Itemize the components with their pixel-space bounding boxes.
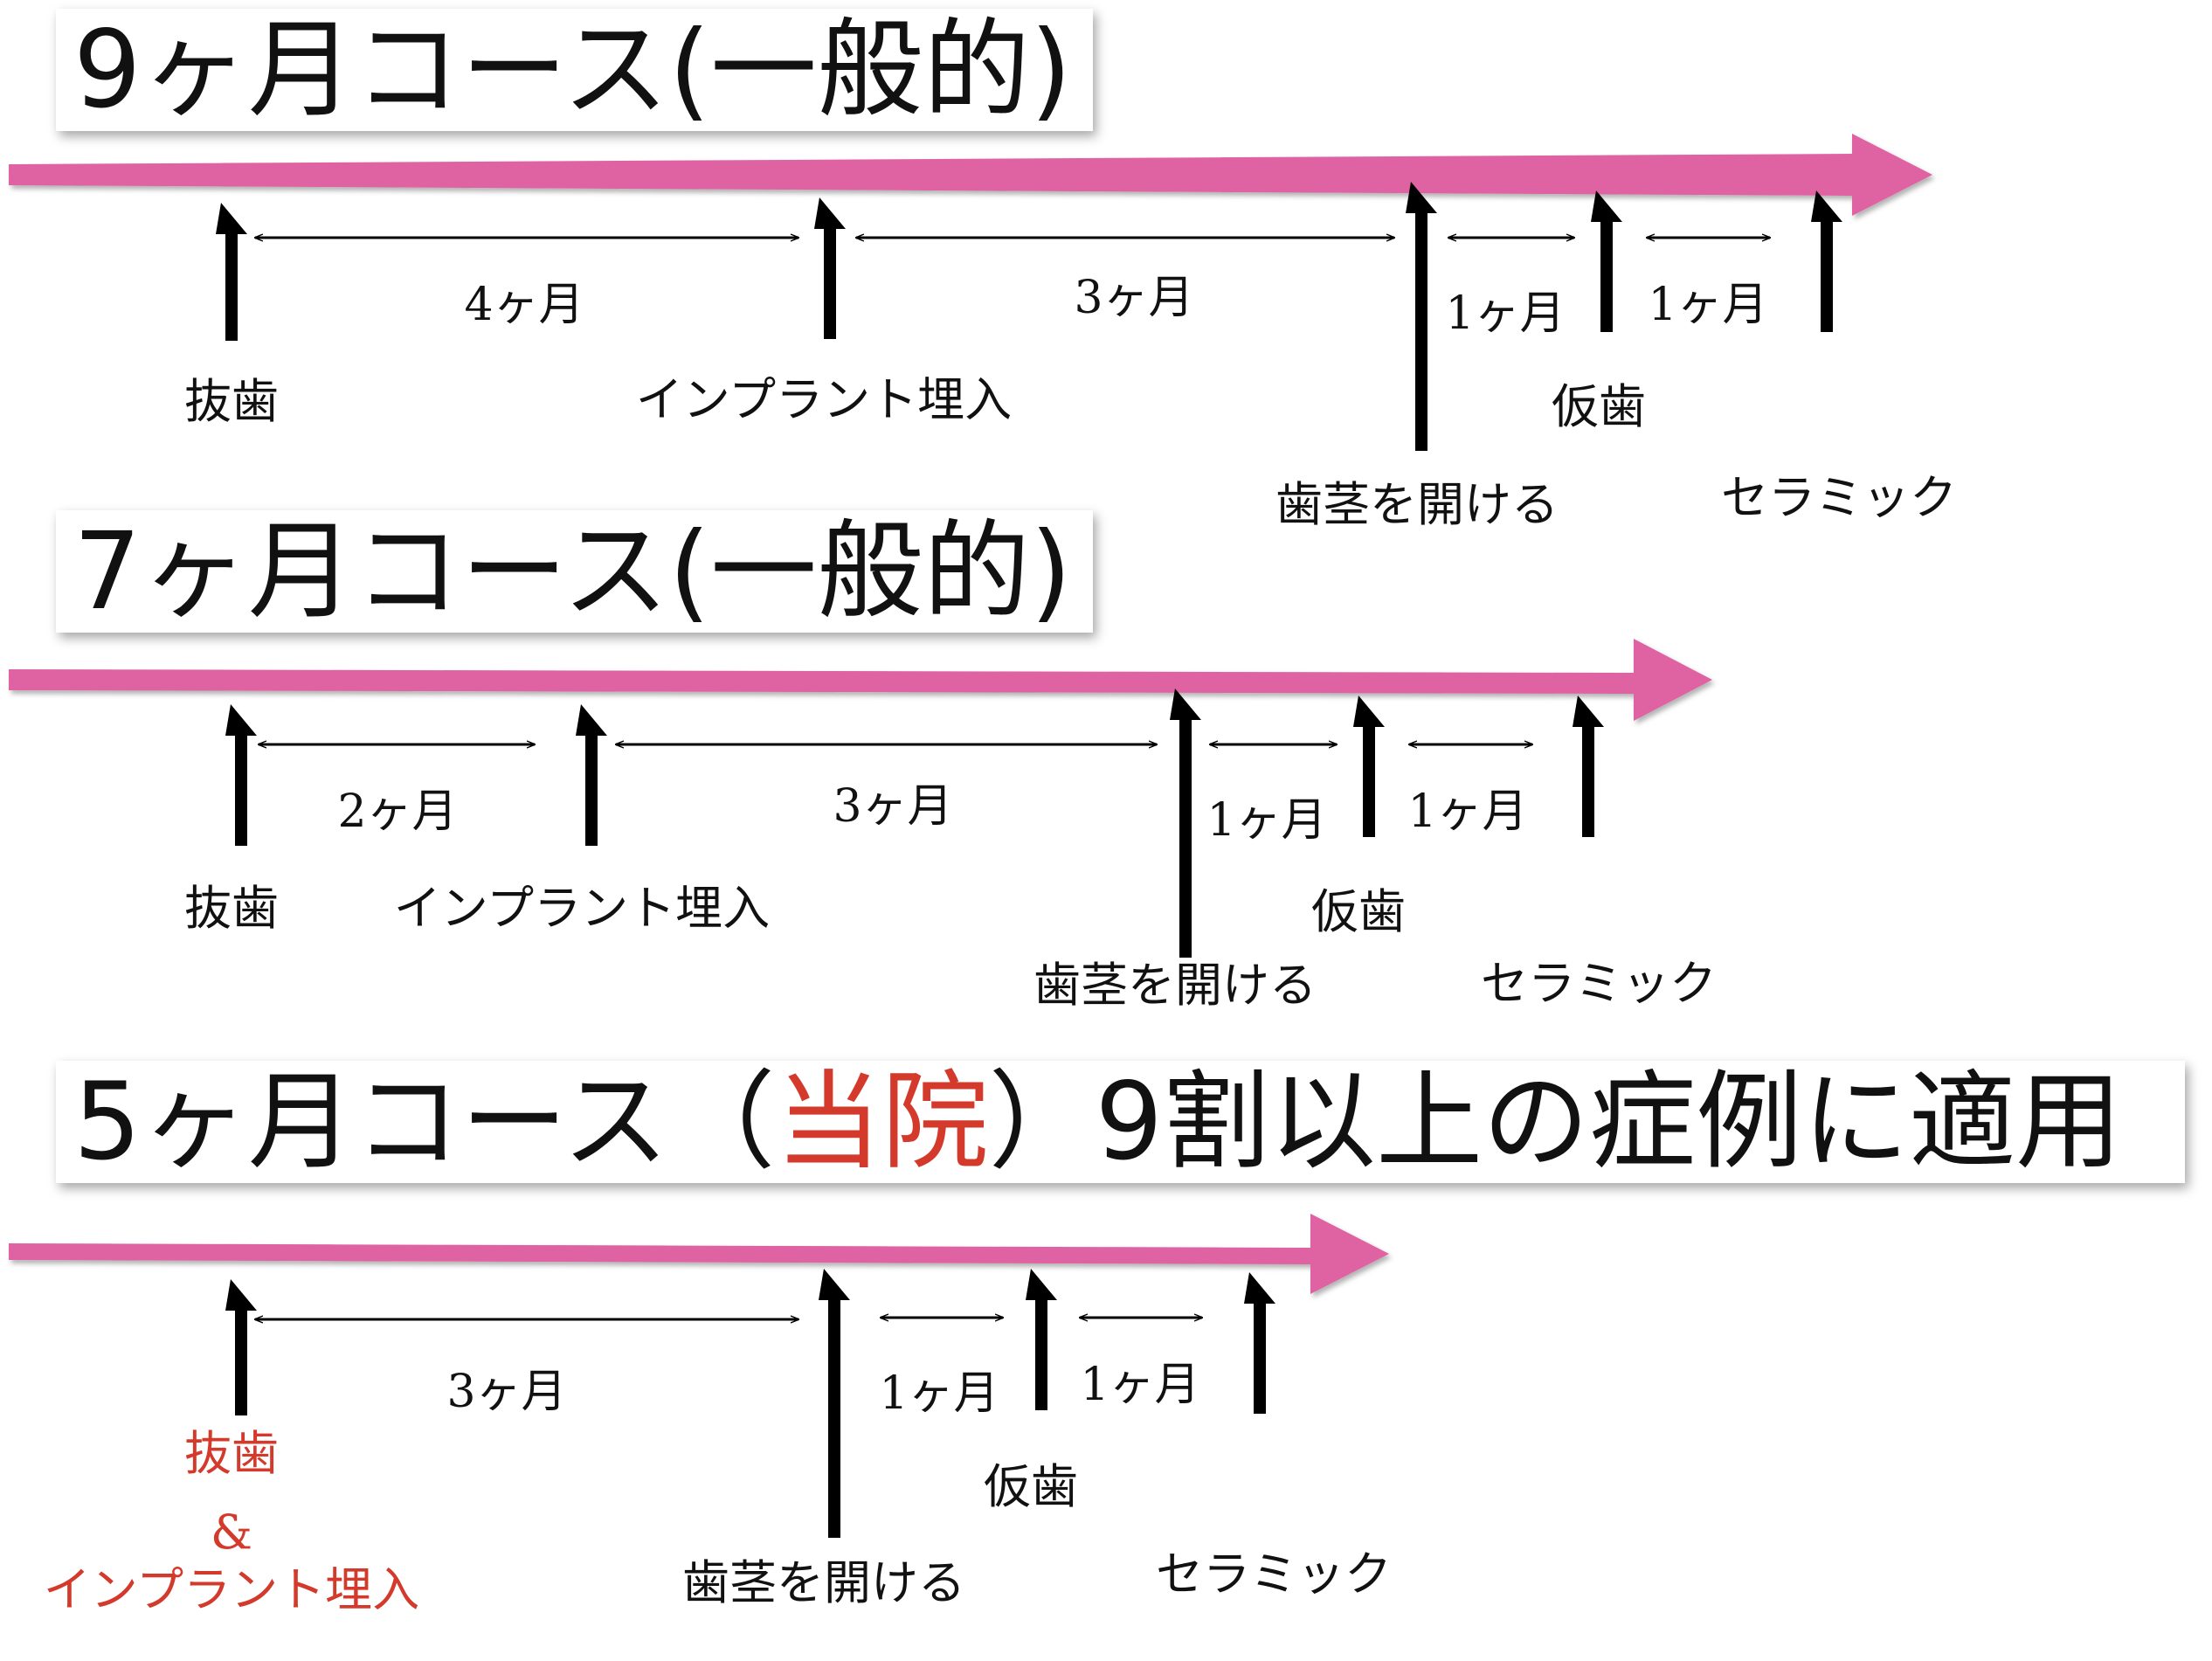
course-7-step-arrow-gum <box>1170 689 1201 958</box>
course-9-step-arrow-extraction <box>216 203 247 341</box>
course-5-step-extraction: 抜歯 <box>184 1426 279 1481</box>
course-9-duration-2: 3ヶ月 <box>1074 272 1193 324</box>
course-5-main-arrow <box>9 1214 1389 1294</box>
course-5-title-suffix: ）9割以上の症例に適用 <box>988 1060 2123 1184</box>
course-7-step-arrow-ceramic <box>1573 696 1604 837</box>
course-5-step-ampersand: & <box>211 1505 252 1560</box>
course-9-step-implant: インプラント埋入 <box>636 372 1012 427</box>
course-5-step-arrow-extraction <box>225 1279 257 1415</box>
course-5-title-box: 5ヶ月コース（当院）9割以上の症例に適用 <box>56 1061 2185 1183</box>
course-5-step-arrow-ceramic <box>1244 1272 1275 1414</box>
course-7-duration-3: 1ヶ月 <box>1206 794 1326 847</box>
course-7-timeline: 2ヶ月 3ヶ月 1ヶ月 1ヶ月 抜歯 インプラント埋入 歯茎を開ける 仮歯 セラ… <box>9 639 1717 1013</box>
course-7-step-ceramic: セラミック <box>1481 956 1717 1011</box>
course-9-title-box: 9ヶ月コース(一般的) <box>56 9 1093 131</box>
course-9-step-arrow-gum <box>1406 182 1437 451</box>
course-7-step-gum: 歯茎を開ける <box>1033 958 1317 1013</box>
course-9-timeline: 4ヶ月 3ヶ月 1ヶ月 1ヶ月 抜歯 インプラント埋入 歯茎を開ける 仮歯 セラ… <box>9 134 1957 532</box>
course-5-step-gum: 歯茎を開ける <box>682 1555 965 1610</box>
course-9-duration-1: 4ヶ月 <box>464 279 584 331</box>
course-5-title-prefix: 5ヶ月コース（ <box>73 1060 776 1184</box>
course-7-step-temp: 仮歯 <box>1311 884 1406 939</box>
course-7-duration-2: 3ヶ月 <box>833 780 952 833</box>
course-7-duration-4: 1ヶ月 <box>1407 786 1527 838</box>
course-7-step-extraction: 抜歯 <box>184 881 279 936</box>
course-9-step-temp: 仮歯 <box>1552 379 1646 434</box>
course-5-step-ceramic: セラミック <box>1156 1547 1392 1602</box>
course-7-step-arrow-extraction <box>225 704 257 846</box>
course-5-step-implant: インプラント埋入 <box>44 1562 419 1617</box>
course-7-step-arrow-implant <box>576 704 607 846</box>
course-9-title: 9ヶ月コース(一般的) <box>73 8 1072 132</box>
course-5-duration-1: 3ヶ月 <box>446 1366 566 1418</box>
course-5-step-arrow-gum <box>819 1269 850 1538</box>
course-9-step-arrow-implant <box>814 197 846 339</box>
course-9-step-ceramic: セラミック <box>1721 470 1957 525</box>
course-9-duration-3: 1ヶ月 <box>1445 287 1565 340</box>
course-9-step-arrow-ceramic <box>1811 190 1842 332</box>
course-5-step-temp: 仮歯 <box>984 1459 1078 1514</box>
course-5-duration-3: 1ヶ月 <box>1080 1359 1199 1411</box>
course-5-title-highlight: 当院 <box>775 1060 989 1184</box>
course-5-timeline: 3ヶ月 1ヶ月 1ヶ月 抜歯 & インプラント埋入 歯茎を開ける 仮歯 セラミッ… <box>9 1214 1392 1617</box>
course-9-step-arrow-temp <box>1591 190 1622 332</box>
course-7-title: 7ヶ月コース(一般的) <box>73 509 1072 633</box>
course-5-duration-2: 1ヶ月 <box>879 1367 999 1420</box>
course-7-step-arrow-temp <box>1353 696 1385 837</box>
course-7-title-box: 7ヶ月コース(一般的) <box>56 510 1093 633</box>
course-7-step-implant: インプラント埋入 <box>394 881 770 936</box>
course-9-step-extraction: 抜歯 <box>184 374 279 429</box>
course-5-step-arrow-temp <box>1026 1269 1057 1410</box>
course-9-step-gum: 歯茎を開ける <box>1275 477 1559 532</box>
course-9-duration-4: 1ヶ月 <box>1648 279 1767 331</box>
course-9-main-arrow <box>9 134 1932 216</box>
course-7-main-arrow <box>9 639 1712 721</box>
course-7-duration-1: 2ヶ月 <box>337 786 457 838</box>
